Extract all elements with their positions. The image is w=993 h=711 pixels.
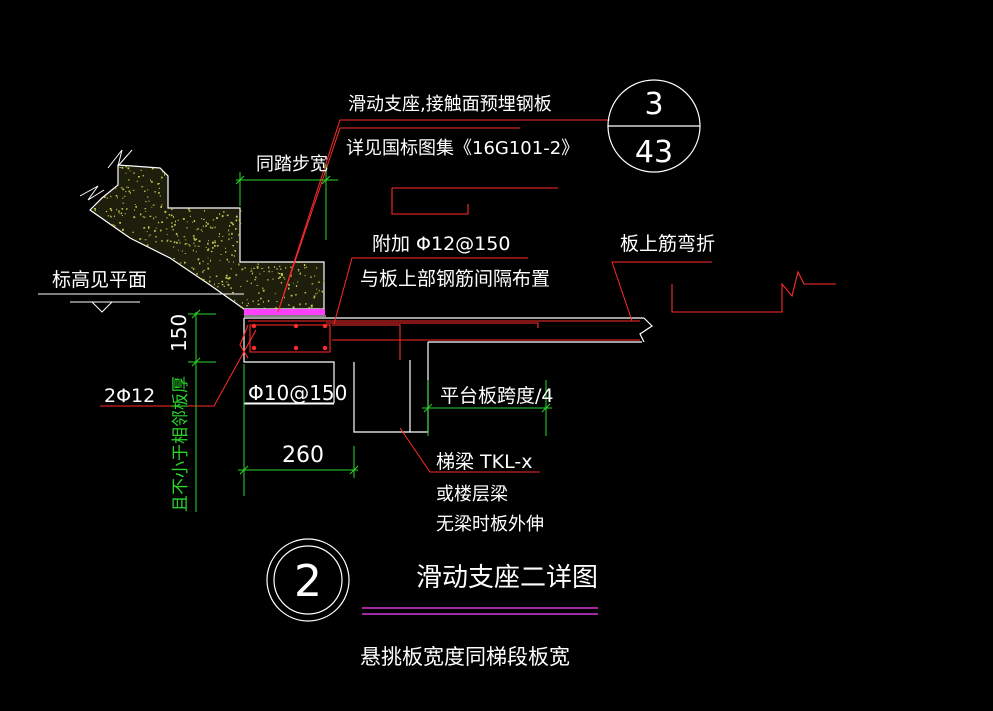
stirrups-label: Φ10@150 <box>248 381 347 405</box>
leader-lines <box>38 119 712 473</box>
dimensions <box>188 164 552 512</box>
platform-span-label: 平台板跨度/4 <box>440 385 554 407</box>
marker-bottom-number: 43 <box>635 135 673 170</box>
additional-rebar-2: 与板上部钢筋间隔布置 <box>360 268 550 290</box>
beam-note-1: 梯梁 TKL-x <box>436 451 532 473</box>
bend-detail-right <box>671 270 836 313</box>
beam-note-3: 无梁时板外伸 <box>436 514 544 535</box>
stair-concrete <box>79 149 325 311</box>
marker-top-number: 3 <box>644 87 663 122</box>
bend-detail-upper <box>391 188 469 215</box>
embedded-steel-plate <box>244 309 325 315</box>
bottom-bars-label: 2Φ12 <box>104 385 155 407</box>
support-note-1: 滑动支座,接触面预埋钢板 <box>348 94 552 115</box>
break-line-top <box>107 149 133 169</box>
rebar-dots <box>251 323 328 351</box>
thickness-note: 且不小于相邻板厚 <box>171 376 191 512</box>
slab-top-bend-label: 板上筋弯折 <box>620 233 715 255</box>
dim-260-label: 260 <box>282 443 324 468</box>
slab-beam-outline <box>243 317 653 433</box>
detail-number-marker: 2 <box>266 538 350 622</box>
break-line-left <box>79 185 105 201</box>
drawing-title: 滑动支座二详图 <box>416 563 598 593</box>
elevation-note: 标高见平面 <box>52 269 147 291</box>
drawing-subtitle: 悬挑板宽度同梯段板宽 <box>360 645 570 669</box>
additional-rebar-1: 附加 Φ12@150 <box>372 233 510 255</box>
detail-number: 2 <box>294 556 322 607</box>
tread-width-label: 同踏步宽 <box>256 154 328 175</box>
rebar <box>239 187 836 360</box>
support-note-2: 详见国标图集《16G101-2》 <box>346 138 579 159</box>
concrete-hatch <box>94 165 325 311</box>
beam-note-2: 或楼层梁 <box>436 484 508 505</box>
detail-reference-marker: 3 43 <box>607 79 701 173</box>
dim-150-label: 150 <box>167 314 191 352</box>
